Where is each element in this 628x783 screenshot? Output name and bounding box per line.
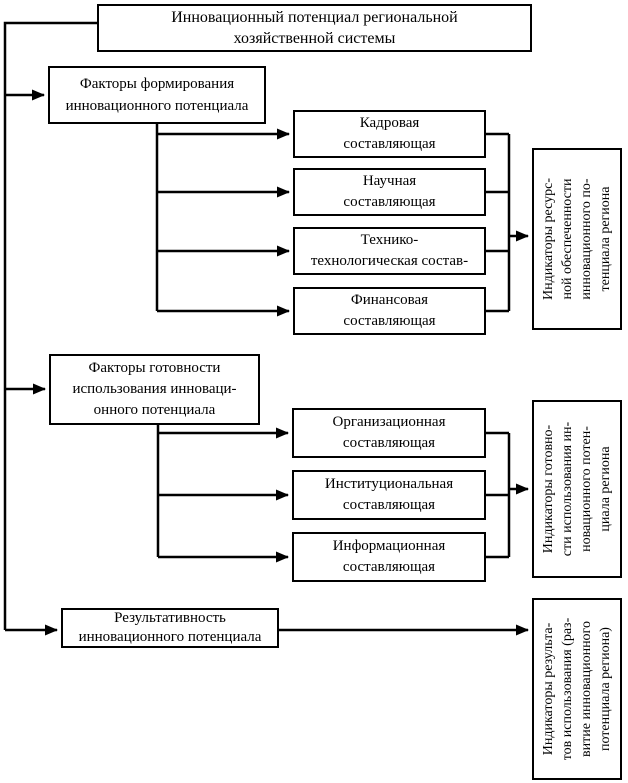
node-component-technical: Технико- технологическая состав- [293, 227, 486, 275]
node-indicators-results-label: Индикаторы результа- тов использования (… [541, 617, 613, 761]
node-component-scientific: Научная составляющая [293, 168, 486, 216]
node-component-institutional: Институциональная составляющая [292, 470, 486, 520]
node-effectiveness: Результативность инновационного потенциа… [61, 608, 279, 648]
node-factors-readiness: Факторы готовности использования инновац… [49, 354, 260, 425]
node-factors-formation-label: Факторы формирования инновационного поте… [65, 76, 249, 114]
node-component-personnel: Кадровая составляющая [293, 110, 486, 158]
node-indicators-readiness-label: Индикаторы готовно- сти использования ин… [541, 421, 613, 557]
trunk-line [3, 21, 97, 630]
node-component-financial: Финансовая составляющая [293, 287, 486, 335]
node-indicators-results: Индикаторы результа- тов использования (… [532, 598, 622, 780]
node-innovation-potential-label: Инновационный потенциал региональной хоз… [171, 9, 458, 47]
node-component-personnel-label: Кадровая составляющая [343, 115, 436, 152]
node-innovation-potential: Инновационный потенциал региональной хоз… [97, 4, 532, 52]
node-component-financial-label: Финансовая составляющая [343, 292, 436, 329]
node-component-institutional-label: Институциональная составляющая [324, 476, 454, 513]
node-component-scientific-label: Научная составляющая [343, 173, 436, 210]
node-component-organizational-label: Организационная составляющая [332, 414, 446, 451]
node-component-technical-label: Технико- технологическая состав- [310, 232, 469, 269]
node-effectiveness-label: Результативность инновационного потенциа… [78, 610, 262, 645]
node-component-informational: Информационная составляющая [292, 532, 486, 582]
node-indicators-resource-label: Индикаторы ресурс- ной обеспеченности ин… [541, 178, 613, 300]
node-indicators-readiness: Индикаторы готовно- сти использования ин… [532, 400, 622, 578]
group1-collector [486, 132, 511, 313]
node-component-organizational: Организационная составляющая [292, 408, 486, 458]
node-factors-formation: Факторы формирования инновационного поте… [48, 66, 266, 124]
node-factors-readiness-label: Факторы готовности использования инновац… [72, 360, 237, 418]
node-component-informational-label: Информационная составляющая [332, 538, 446, 575]
group2-collector [486, 431, 511, 559]
node-indicators-resource: Индикаторы ресурс- ной обеспеченности ин… [532, 148, 622, 330]
